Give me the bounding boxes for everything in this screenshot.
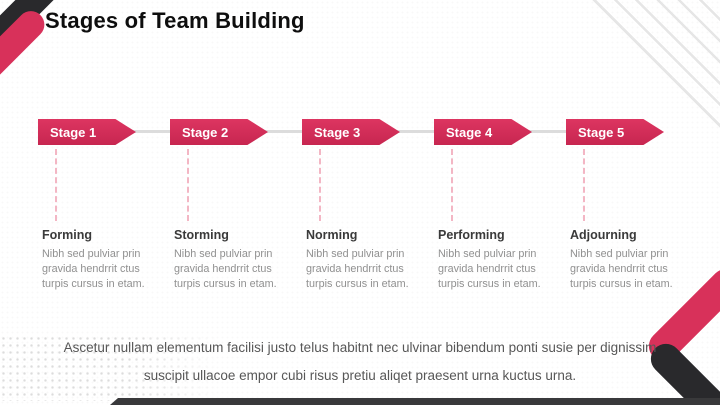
stage-dashed-connector-4 [451, 149, 453, 221]
page-title: Stages of Team Building [45, 8, 305, 33]
stage-arrow-label: Stage 4 [446, 124, 493, 140]
stage-text-block-5: Adjourning Nibh sed pulviar prin gravida… [570, 228, 694, 292]
stage-text-block-1: Forming Nibh sed pulviar prin gravida he… [42, 228, 166, 292]
stage-dashed-connector-3 [319, 149, 321, 221]
stage-description: Nibh sed pulviar prin gravida hendrrit c… [306, 248, 409, 290]
stage-name: Performing [438, 228, 505, 242]
stage-description: Nibh sed pulviar prin gravida hendrrit c… [570, 248, 673, 290]
stage-arrow-label: Stage 3 [314, 124, 361, 140]
stage-text-block-3: Norming Nibh sed pulviar prin gravida he… [306, 228, 430, 292]
stage-description: Nibh sed pulviar prin gravida hendrrit c… [174, 248, 277, 290]
stage-description: Nibh sed pulviar prin gravida hendrrit c… [438, 248, 541, 290]
decor-stripes-top-right [582, 0, 720, 138]
stage-dashed-connector-1 [55, 149, 57, 221]
decor-dots-bottom-left [0, 335, 230, 401]
stage-arrow-5: Stage 5 [566, 119, 664, 145]
stage-name: Storming [174, 228, 229, 242]
stage-dashed-connector-2 [187, 149, 189, 221]
footer-paragraph: Ascetur nullam elementum facilisi justo … [63, 340, 657, 383]
stage-name: Adjourning [570, 228, 637, 242]
stage-arrow-label: Stage 1 [50, 124, 97, 140]
stage-name: Norming [306, 228, 358, 242]
stage-description: Nibh sed pulviar prin gravida hendrrit c… [42, 248, 145, 290]
stage-arrow-label: Stage 5 [578, 124, 625, 140]
stage-arrow-4: Stage 4 [434, 119, 532, 145]
stage-arrow-3: Stage 3 [302, 119, 400, 145]
stage-arrow-2: Stage 2 [170, 119, 268, 145]
stage-arrow-1: Stage 1 [38, 119, 136, 145]
stage-dashed-connector-5 [583, 149, 585, 221]
stage-arrow-label: Stage 2 [182, 124, 229, 140]
stage-name: Forming [42, 228, 92, 242]
stage-text-block-4: Performing Nibh sed pulviar prin gravida… [438, 228, 562, 292]
stage-text-block-2: Storming Nibh sed pulviar prin gravida h… [174, 228, 298, 292]
bottom-edge-bar [110, 398, 720, 405]
